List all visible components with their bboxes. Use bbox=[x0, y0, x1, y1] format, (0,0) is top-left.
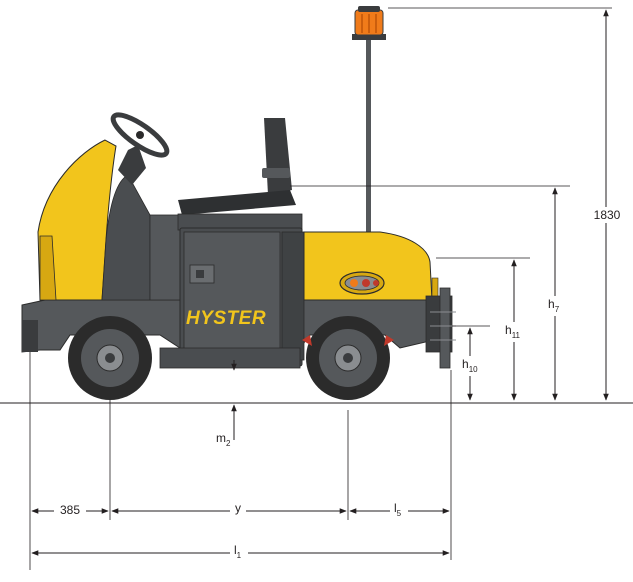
h10-label: h10 bbox=[462, 357, 478, 374]
side-panel bbox=[281, 231, 305, 361]
rear-bumper bbox=[22, 320, 38, 352]
height-total-label: 1830 bbox=[594, 208, 621, 222]
cowl-panel bbox=[39, 235, 57, 301]
floor-deck bbox=[149, 214, 181, 301]
front-overhang-label: 385 bbox=[60, 503, 80, 517]
tail-light-icon bbox=[339, 271, 385, 295]
h7-label: h7 bbox=[548, 297, 560, 314]
m2-label: m2 bbox=[216, 431, 231, 448]
l1-label: l1 bbox=[234, 543, 242, 560]
operator-seat bbox=[178, 118, 296, 215]
wheelbase-label: y bbox=[235, 501, 241, 515]
brand-logo: HYSTER bbox=[186, 308, 266, 329]
rear-wheel bbox=[302, 316, 394, 400]
h11-label: h11 bbox=[505, 323, 521, 340]
compartment-door bbox=[183, 231, 281, 361]
l5-label: l5 bbox=[394, 501, 402, 518]
front-wheel bbox=[68, 316, 152, 400]
steering-wheel-icon bbox=[110, 112, 170, 185]
underbody bbox=[159, 347, 301, 369]
tow-coupling bbox=[425, 287, 456, 369]
beacon-pole bbox=[366, 40, 371, 240]
latch-hole bbox=[196, 270, 204, 278]
tow-tractor: HYSTER bbox=[21, 6, 456, 400]
rear-hood bbox=[303, 231, 433, 301]
beacon-light-icon bbox=[352, 6, 386, 40]
